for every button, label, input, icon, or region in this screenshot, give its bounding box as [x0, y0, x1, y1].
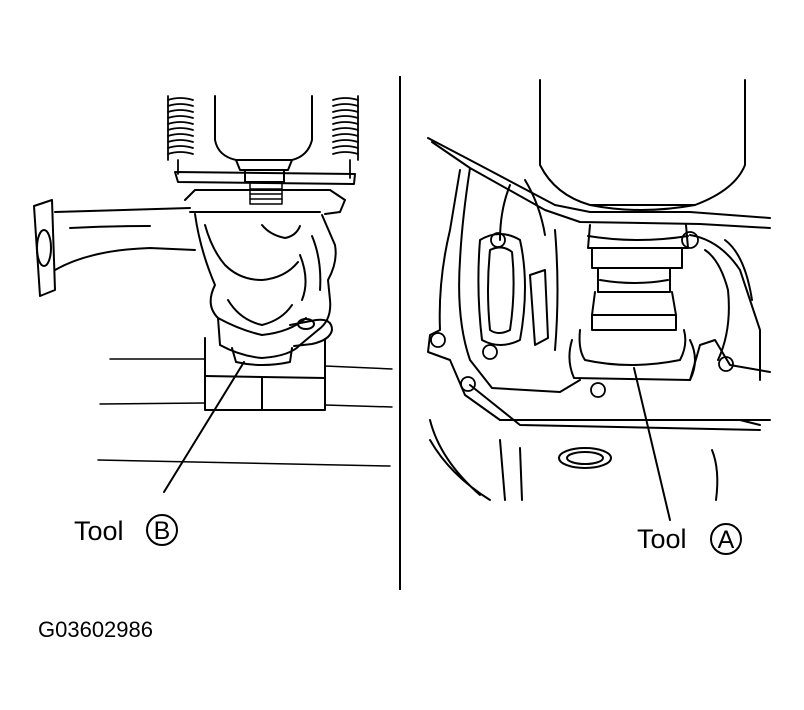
press-ram-right	[539, 79, 746, 211]
press-spring-left	[167, 95, 194, 175]
press-plate	[174, 171, 356, 185]
tool-a-leader	[633, 367, 671, 521]
tool-b-callout: Tool B	[74, 514, 178, 546]
housing-rim-upper	[427, 137, 771, 219]
threaded-drift	[249, 183, 283, 205]
right-panel-transfer-case	[427, 79, 771, 521]
tool-a-prefix: Tool	[637, 524, 687, 554]
drain-hole	[558, 447, 612, 469]
figure-code: G03602986	[38, 617, 153, 642]
tool-b-prefix: Tool	[74, 516, 124, 546]
tool-b-circle	[146, 514, 178, 546]
bearing-stack	[568, 224, 696, 381]
tool-a-circle	[710, 523, 742, 555]
bolt-holes	[430, 231, 734, 398]
press-spring-right	[332, 95, 359, 179]
tool-a-callout: Tool A	[637, 523, 742, 555]
press-ram	[214, 95, 313, 183]
tool-a-letter: A	[718, 526, 735, 554]
workbench-lines	[97, 358, 393, 467]
left-panel-differential-carrier	[33, 95, 393, 493]
tool-b-letter: B	[154, 517, 171, 545]
support-block	[204, 337, 326, 411]
axle-tube	[33, 199, 196, 297]
differential-carrier-housing	[184, 189, 346, 366]
tool-b-leader	[163, 361, 245, 493]
